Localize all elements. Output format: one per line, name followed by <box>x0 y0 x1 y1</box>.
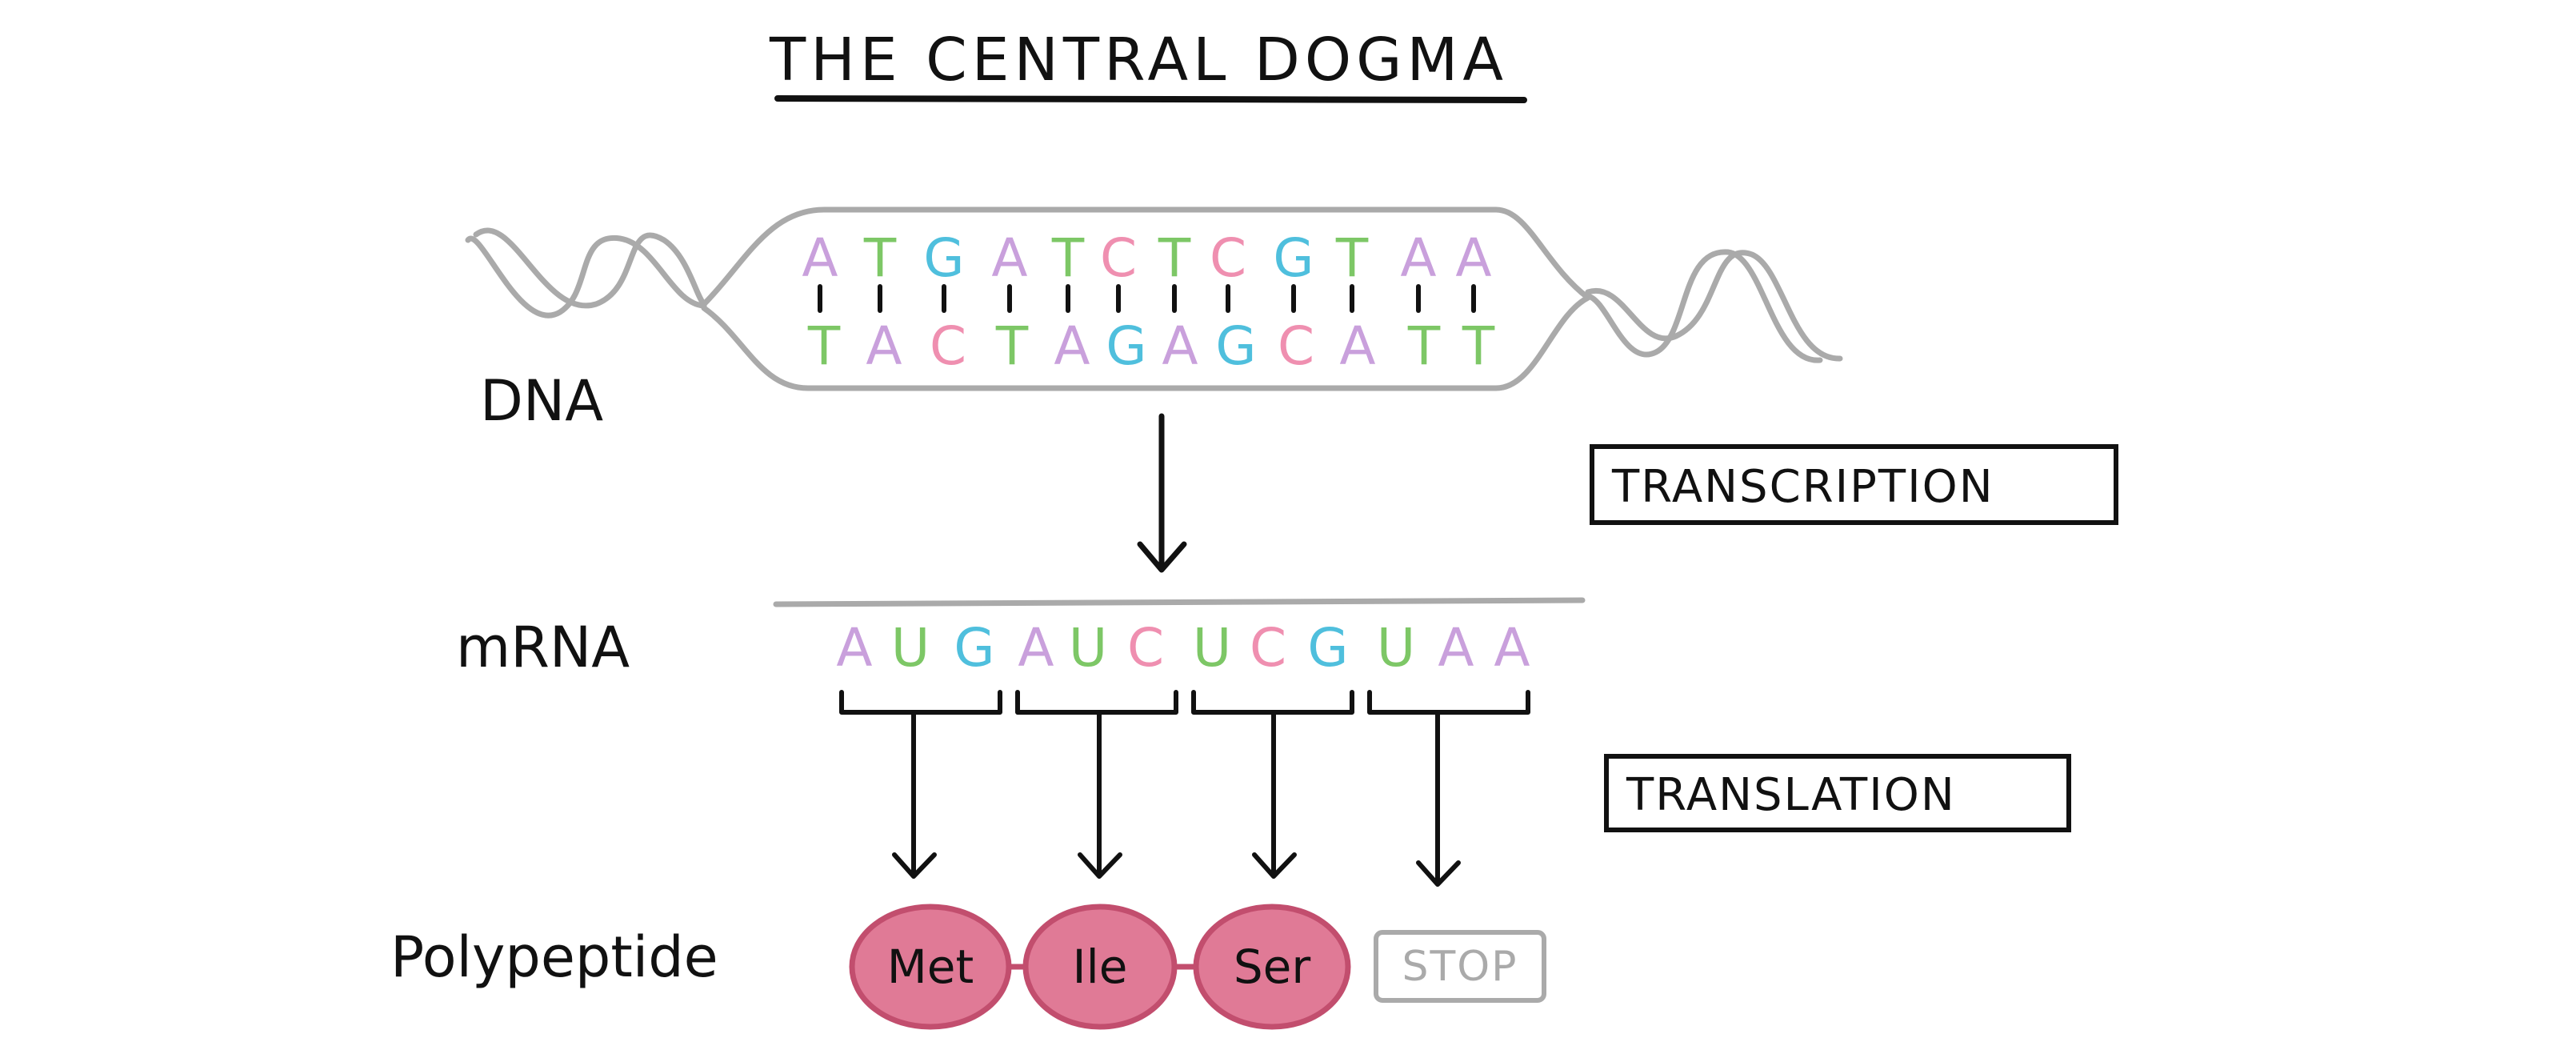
title-underline <box>774 95 1527 103</box>
dna-bottom-strand: T A C T A G A G C A T T <box>807 315 1495 377</box>
translation-box: TRANSLATION <box>1604 754 2071 832</box>
mrna-base: G <box>1307 617 1348 679</box>
polypeptide-chain: Met Ile Ser STOP <box>849 904 1546 1030</box>
mrna-base: U <box>1377 617 1415 679</box>
codon-brackets <box>839 690 1530 715</box>
stop-codon-box: STOP <box>1374 930 1546 1003</box>
polypeptide-label: Polypeptide <box>390 924 718 990</box>
dna-top-base: T <box>1051 227 1085 289</box>
mrna-base: U <box>891 617 930 679</box>
dna-top-base: A <box>1400 227 1436 289</box>
dna-bottom-base: T <box>807 315 841 377</box>
dna-bottom-base: A <box>1339 315 1375 377</box>
dna-bottom-base: T <box>1462 315 1495 377</box>
amino-acid-label: Met <box>887 940 974 994</box>
mrna-base: U <box>1069 617 1107 679</box>
dna-top-base: A <box>1455 227 1491 289</box>
mrna-base: C <box>1127 617 1164 679</box>
mrna-strand <box>773 597 1586 607</box>
mrna-base: A <box>836 617 872 679</box>
base-pair-bonds <box>818 284 1476 313</box>
dna-top-base: C <box>1210 227 1246 289</box>
amino-acid-label: Ser <box>1234 940 1311 994</box>
dna-helix-right-tail <box>1585 249 1843 363</box>
dna-top-base: C <box>1100 227 1137 289</box>
dna-top-strand: A T G A T C T C G T A A <box>802 227 1491 289</box>
transcription-box: TRANSCRIPTION <box>1590 444 2118 525</box>
mrna-base: U <box>1193 617 1231 679</box>
dna-bottom-base: A <box>866 315 902 377</box>
codon-bracket <box>1367 690 1530 715</box>
translation-arrow <box>1416 712 1461 887</box>
dna-top-base: A <box>991 227 1027 289</box>
amino-acid-bead <box>1193 904 1351 1030</box>
amino-acid-ile: Ile <box>1022 904 1178 1030</box>
dna-top-base: T <box>1335 227 1369 289</box>
amino-acid-label: Ile <box>1073 940 1128 994</box>
amino-acid-met: Met <box>849 904 1012 1030</box>
dna-double-strand-outline <box>701 206 1591 391</box>
dna-top-base: G <box>1273 227 1314 289</box>
stop-label: STOP <box>1402 943 1518 991</box>
amino-acid-bead <box>849 904 1012 1030</box>
mrna-base: G <box>954 617 994 679</box>
codon-bracket <box>1015 690 1178 715</box>
mrna-base: C <box>1250 617 1286 679</box>
codon-bracket <box>839 690 1002 715</box>
translation-arrow <box>1252 712 1297 879</box>
translation-label: TRANSLATION <box>1626 769 1956 821</box>
mrna-label: mRNA <box>456 615 630 680</box>
dna-bottom-base: G <box>1106 315 1146 377</box>
dna-bottom-base: C <box>1278 315 1314 377</box>
dna-bottom-base: T <box>995 315 1029 377</box>
transcription-arrow <box>1137 413 1187 573</box>
dna-bottom-base: T <box>1407 315 1441 377</box>
translation-arrows <box>892 712 1461 887</box>
dna-top-base: G <box>923 227 964 289</box>
dna-top-base: T <box>1158 227 1191 289</box>
mrna-bases: A U G A U C U C G U A A <box>836 617 1530 679</box>
diagram-title: THE CENTRAL DOGMA <box>769 26 1508 94</box>
amino-acid-bead <box>1022 904 1178 1030</box>
mrna-base: A <box>1438 617 1474 679</box>
dna-bottom-base: A <box>1162 315 1198 377</box>
amino-acid-ser: Ser <box>1193 904 1351 1030</box>
dna-top-base: A <box>802 227 838 289</box>
mrna-base: A <box>1018 617 1054 679</box>
dna-bottom-base: G <box>1215 315 1256 377</box>
dna-bottom-base: A <box>1054 315 1090 377</box>
codon-bracket <box>1191 690 1354 715</box>
dna-label: DNA <box>480 368 603 434</box>
dna-bottom-base: C <box>930 315 966 377</box>
translation-arrow <box>892 712 937 879</box>
dna-top-base: T <box>863 227 897 289</box>
transcription-label: TRANSCRIPTION <box>1611 461 1994 513</box>
dna-helix-left-tail <box>465 227 707 319</box>
mrna-base: A <box>1494 617 1530 679</box>
translation-arrow <box>1078 712 1122 879</box>
